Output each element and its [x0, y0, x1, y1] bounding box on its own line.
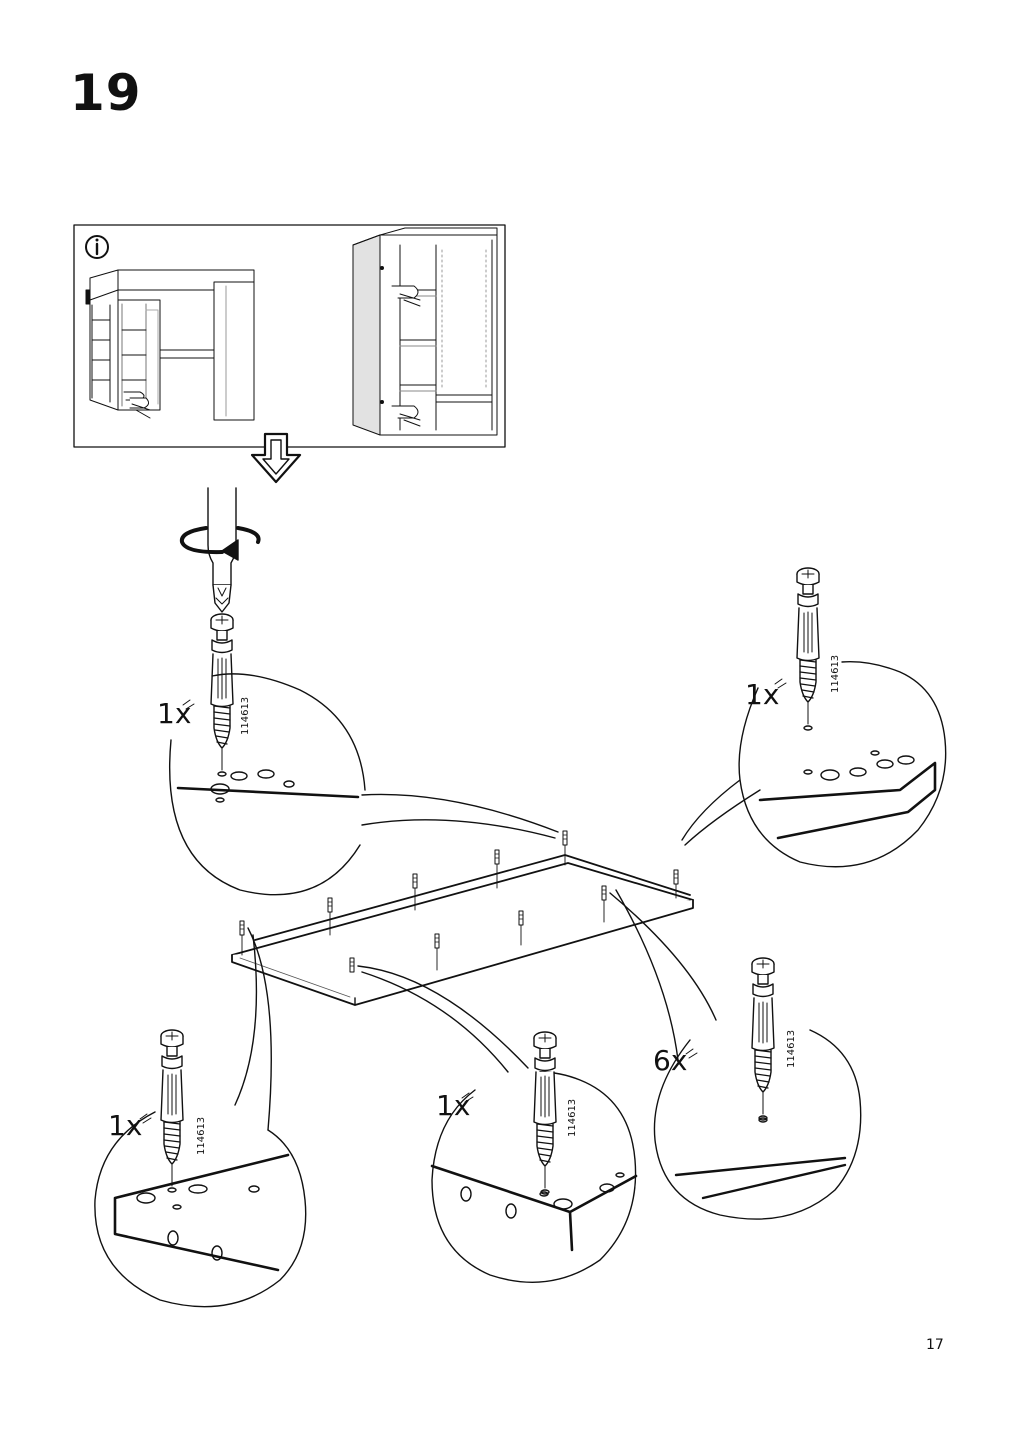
wardrobe-illustration — [352, 227, 498, 436]
qty-top-left: 1x — [157, 697, 191, 730]
page-number: 17 — [926, 1337, 944, 1353]
rotate-clockwise-icon — [179, 526, 261, 561]
qty-bottom-left: 1x — [108, 1109, 142, 1142]
screwdriver-illustration — [179, 487, 261, 613]
info-icon — [85, 235, 109, 259]
item-code-top-left: 114613 — [240, 697, 251, 735]
callout-top-right — [681, 567, 947, 868]
callout-bottom-middle — [357, 965, 638, 1283]
qty-top-right: 1x — [745, 678, 779, 711]
top-left-dowel — [210, 613, 234, 777]
item-code-bottom-left: 114613 — [196, 1117, 207, 1155]
callout-top-left — [169, 673, 559, 896]
step-number: 19 — [70, 64, 142, 122]
item-code-bottom-middle: 114613 — [567, 1099, 578, 1137]
item-code-top-right: 114613 — [830, 655, 841, 693]
loft-bed-illustration — [85, 269, 255, 421]
panel-illustration — [231, 830, 694, 1006]
item-code-bottom-right: 114613 — [786, 1030, 797, 1068]
info-panel — [73, 224, 506, 448]
qty-bottom-middle: 1x — [436, 1089, 470, 1122]
down-arrow-icon — [250, 432, 302, 484]
qty-bottom-right: 6x — [653, 1044, 687, 1077]
callout-bottom-right — [609, 889, 862, 1220]
callout-bottom-left — [94, 927, 307, 1308]
